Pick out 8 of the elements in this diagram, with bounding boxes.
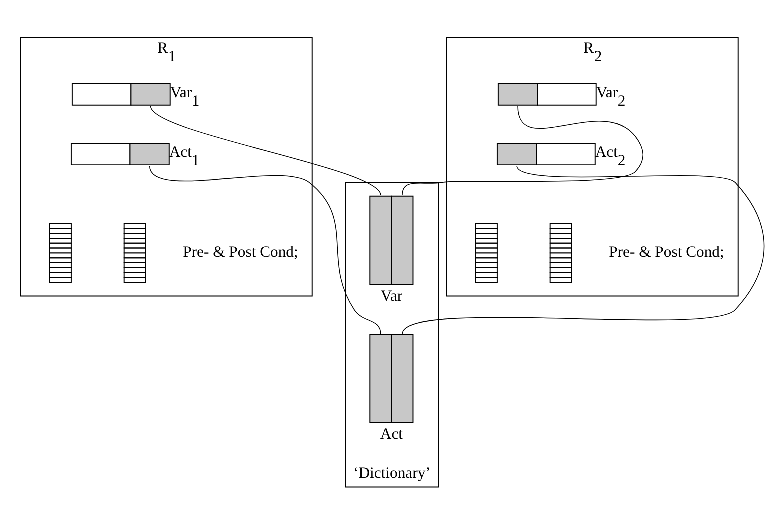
node-label: Var xyxy=(380,287,403,304)
node-text: Pre- & Post Cond; xyxy=(183,243,298,260)
connector xyxy=(149,165,382,334)
connector xyxy=(402,165,765,334)
node-label: Act xyxy=(380,426,404,443)
connector xyxy=(150,105,382,196)
node-text: Pre- & Post Cond; xyxy=(609,243,724,260)
connector xyxy=(402,105,644,196)
